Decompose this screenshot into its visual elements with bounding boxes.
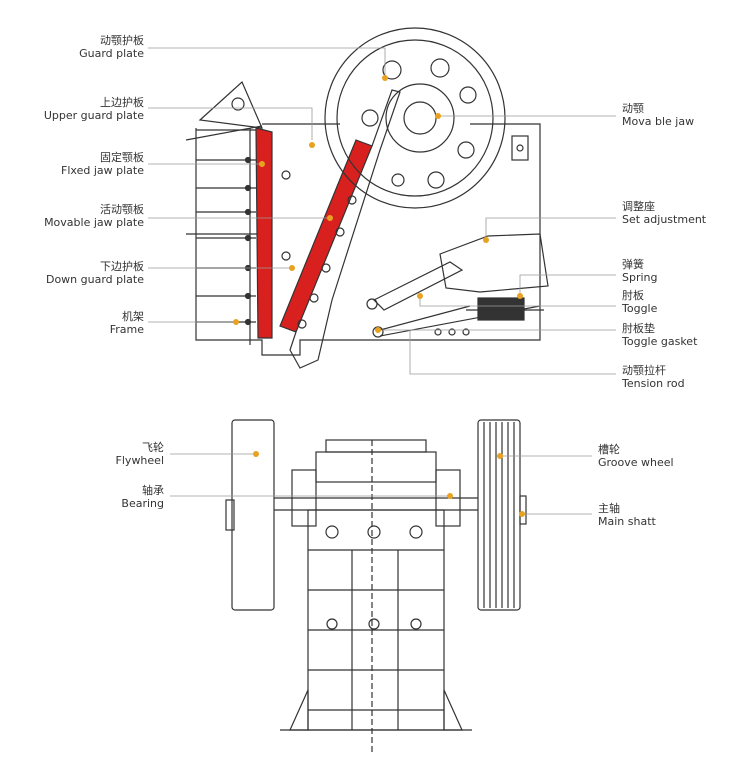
label-toggle: 肘板 Toggle [622, 289, 657, 315]
label-en: Guard plate [79, 47, 144, 60]
body-grid [308, 549, 444, 730]
movable-jaw-plate [279, 139, 373, 333]
fixed-jaw-plate [255, 127, 273, 339]
flywheel-rim-inner [336, 39, 494, 197]
leader-lines [148, 47, 616, 515]
toggle-linkage [372, 261, 464, 311]
leader-dots [233, 75, 525, 517]
bearing-left [291, 469, 317, 527]
label-toggle-gasket: 肘板垫 Toggle gasket [622, 322, 697, 348]
hopper-hole [231, 97, 245, 111]
label-spring: 弹簧 Spring [622, 258, 658, 284]
flywheel-side [324, 27, 506, 209]
label-cn: 弹簧 [622, 258, 644, 271]
label-cn: 槽轮 [598, 443, 620, 456]
label-en: Spring [622, 271, 658, 284]
adjustment-seat [439, 233, 549, 293]
label-cn: 飞轮 [142, 441, 164, 454]
tie-rod-upper [185, 125, 263, 141]
label-cn: 轴承 [142, 484, 164, 497]
label-cn: 主轴 [598, 502, 620, 515]
label-en: Set adjustment [622, 213, 707, 226]
flywheel-front [231, 419, 275, 611]
label-movable-jaw-plate: 活动颚板 Movable jaw plate [44, 203, 144, 229]
label-guard-plate: 动颚护板 Guard plate [79, 34, 144, 60]
frame-outline [195, 123, 541, 356]
bottom-bolts [366, 298, 470, 338]
movable-jaw-body [289, 89, 401, 369]
label-en: Bearing [121, 497, 164, 510]
shaft-core [403, 101, 437, 135]
label-en: Flywheel [115, 454, 164, 467]
label-cn: 固定颚板 [100, 151, 144, 164]
label-main-shaft: 主轴 Main shatt [598, 502, 656, 528]
label-fixed-jaw-plate: 固定颚板 Flxed jaw plate [61, 151, 144, 177]
label-cn: 活动颚板 [100, 203, 144, 216]
label-cn: 动颚 [622, 102, 644, 115]
hopper-triangle [198, 80, 263, 129]
label-en: Tension rod [622, 377, 685, 390]
label-groove-wheel: 槽轮 Groove wheel [598, 443, 674, 469]
label-en: Flxed jaw plate [61, 164, 144, 177]
label-cn: 机架 [122, 310, 144, 323]
eccentric-shaft [385, 83, 455, 153]
label-en: Frame [109, 323, 144, 336]
label-en: Movable jaw plate [44, 216, 144, 229]
label-en: Toggle [622, 302, 658, 315]
label-en: Groove wheel [598, 456, 674, 469]
nameplate [511, 135, 529, 161]
body-bolts [325, 525, 423, 630]
label-movable-jaw: 动颚 Mova ble jaw [622, 102, 694, 128]
label-cn: 上边护板 [100, 96, 144, 109]
front-view-drawing [225, 419, 527, 752]
label-en: Down guard plate [45, 273, 144, 286]
label-en: Upper guard plate [43, 109, 144, 122]
label-en: Mova ble jaw [622, 115, 695, 128]
label-cn: 下边护板 [100, 260, 144, 273]
label-cn: 肘板垫 [622, 322, 655, 335]
spring-coil [477, 297, 525, 321]
label-bearing: 轴承 Bearing [121, 484, 164, 510]
label-cn: 调整座 [622, 200, 655, 213]
label-en: Main shatt [598, 515, 656, 528]
label-cn: 动颚拉杆 [622, 364, 666, 377]
label-tension-rod: 动颚拉杆 Tension rod [622, 364, 685, 390]
side-view-drawing [185, 27, 549, 369]
label-frame: 机架 Frame [110, 310, 144, 336]
label-en: Toggle gasket [622, 335, 698, 348]
top-housing [315, 451, 437, 483]
frame-bolts [244, 156, 252, 326]
flywheel-holes [361, 58, 477, 189]
bearing-right [435, 469, 461, 527]
label-set-adjustment: 调整座 Set adjustment [622, 200, 706, 226]
label-upper-guard-plate: 上边护板 Upper guard plate [44, 96, 144, 122]
label-cn: 肘板 [622, 289, 644, 302]
label-flywheel: 飞轮 Flywheel [116, 441, 164, 467]
label-down-guard-plate: 下边护板 Down guard plate [46, 260, 144, 286]
jaw-bolts [281, 170, 357, 329]
label-cn: 动颚护板 [100, 34, 144, 47]
groove-lines [483, 422, 515, 608]
